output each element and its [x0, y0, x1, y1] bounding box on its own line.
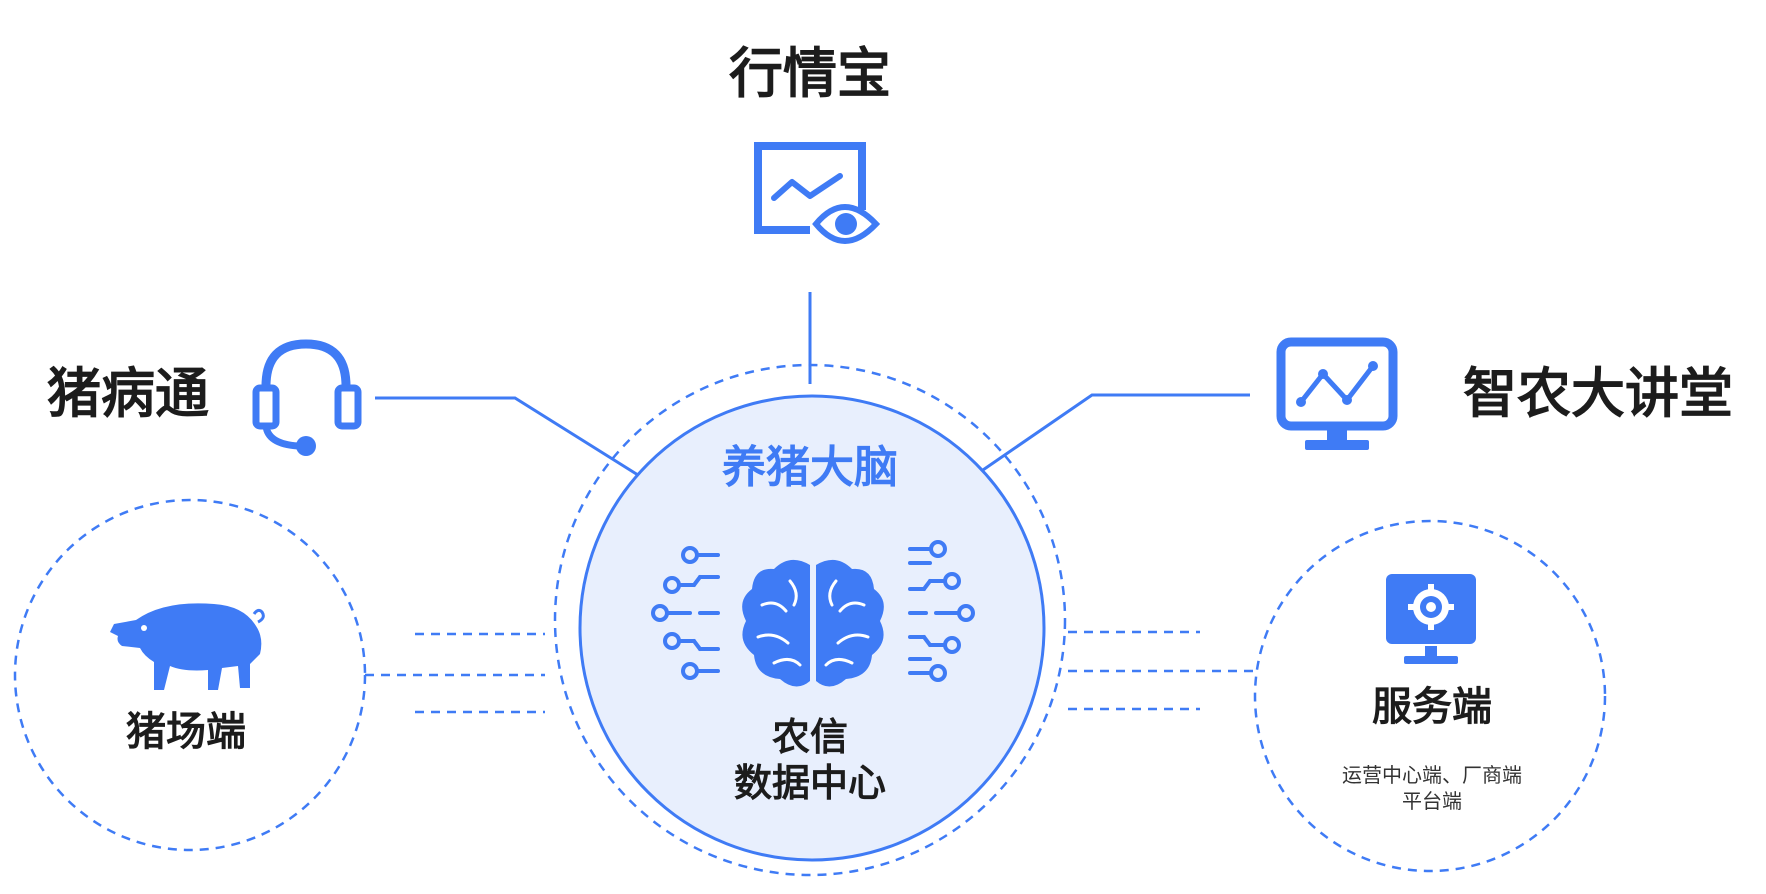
connector-left: [375, 396, 639, 477]
pig-icon: [110, 603, 265, 690]
service-sub-line1: 运营中心端、厂商端: [1342, 763, 1522, 787]
monitor-chart-icon: [1276, 337, 1398, 450]
center-circle: [578, 394, 1046, 862]
center-title: 养猪大脑: [722, 442, 898, 493]
brain-circuit-icon: [651, 540, 975, 687]
center-line2: 数据中心: [734, 761, 886, 805]
center-outer-dashed-ring: [553, 363, 1067, 877]
chart-eye-icon: [754, 142, 881, 244]
center-line1: 农信: [772, 715, 848, 759]
right-node-label: 智农大讲堂: [1463, 362, 1733, 425]
service-dashed-circle: [1253, 519, 1607, 873]
connector-right: [979, 393, 1250, 474]
monitor-gear-icon: [1386, 574, 1476, 664]
connector-lines: [365, 292, 1255, 714]
left-node-label: 猪病通: [47, 362, 209, 425]
headset-icon: [252, 339, 362, 456]
farm-node-label: 猪场端: [126, 709, 246, 755]
service-node-label: 服务端: [1372, 684, 1492, 730]
service-sub-line2: 平台端: [1402, 789, 1462, 813]
farm-dashed-circle: [13, 498, 367, 852]
top-node-label: 行情宝: [729, 42, 891, 105]
